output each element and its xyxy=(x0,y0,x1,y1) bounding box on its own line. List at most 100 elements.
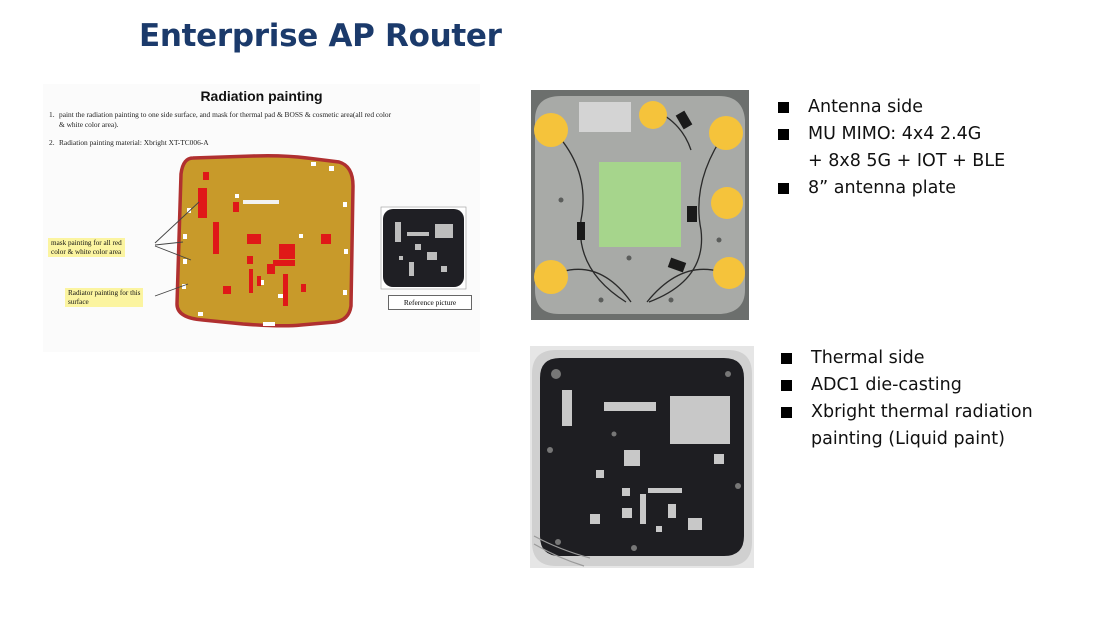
callout-arrow xyxy=(154,241,184,246)
thermal-pad xyxy=(622,488,630,496)
antenna-pad xyxy=(534,260,568,294)
thermal-list-item: Thermal side xyxy=(781,345,1033,372)
antenna-item-text-continued: + 8x8 5G + IOT + BLE xyxy=(808,151,1006,171)
antenna-connector xyxy=(675,110,693,130)
radiation-painting-diagram: Radiation painting 1.paint the radiation… xyxy=(43,84,480,352)
mask-pad xyxy=(203,172,209,180)
reference-pad xyxy=(435,224,453,238)
bullet-square-icon xyxy=(778,102,789,113)
mask-pad xyxy=(283,274,288,306)
antenna-cable xyxy=(648,129,728,303)
thermal-side-list: Thermal side ADC1 die-casting Xbright th… xyxy=(781,345,1033,453)
thermal-pad xyxy=(656,526,662,532)
bullet-square-icon xyxy=(778,129,789,140)
bullet-square-icon xyxy=(781,407,792,418)
antenna-item-text: Antenna side xyxy=(808,97,924,117)
callout-arrow xyxy=(154,283,189,297)
mask-pad xyxy=(301,284,306,292)
mask-pad xyxy=(247,234,261,244)
white-mark xyxy=(235,194,239,198)
white-mark xyxy=(343,290,347,295)
white-mark xyxy=(343,202,347,207)
mask-pad xyxy=(249,269,253,293)
diagram-note-2: 2.Radiation painting material: Xbright X… xyxy=(49,138,479,148)
antenna-connector xyxy=(667,257,687,273)
mask-pad xyxy=(233,202,239,212)
white-mark xyxy=(182,284,186,289)
thermal-item-text-continued: painting (Liquid paint) xyxy=(811,429,1005,449)
note-2-number: 2. xyxy=(49,138,55,147)
white-mark xyxy=(263,322,275,326)
thermal-pad xyxy=(688,518,702,530)
thermal-pad xyxy=(670,396,730,444)
callout-arrow xyxy=(154,201,200,244)
mask-pad xyxy=(273,260,295,266)
thermal-list-item: ADC1 die-casting xyxy=(781,372,1033,399)
screw xyxy=(551,369,561,379)
reference-pad xyxy=(399,256,403,260)
thermal-item-text: Xbright thermal radiation xyxy=(811,402,1033,422)
cable xyxy=(533,543,585,567)
reference-picture-label: Reference picture xyxy=(388,295,472,310)
white-mark xyxy=(311,162,316,166)
thermal-list-item: Xbright thermal radiation painting (Liqu… xyxy=(781,399,1033,453)
mask-callout-line1: mask painting for all red xyxy=(51,239,122,247)
slide-title: Enterprise AP Router xyxy=(139,18,502,54)
cable xyxy=(533,535,591,559)
thermal-plate xyxy=(540,358,744,556)
mask-pad xyxy=(279,244,295,259)
thermal-pad xyxy=(590,514,600,524)
screw xyxy=(735,483,741,489)
thermal-pad xyxy=(562,390,572,426)
bullet-square-icon xyxy=(781,380,792,391)
callout-arrow xyxy=(154,245,192,261)
screw xyxy=(611,431,617,437)
thermal-pad xyxy=(640,494,646,524)
thermal-pad xyxy=(648,488,682,493)
note-1-number: 1. xyxy=(49,110,55,119)
antenna-cable xyxy=(552,129,627,303)
white-strip xyxy=(243,200,279,204)
screw xyxy=(668,297,674,303)
antenna-connector xyxy=(687,206,697,222)
note-1-continuation: & white color area). xyxy=(59,119,119,129)
bullet-square-icon xyxy=(781,353,792,364)
thermal-pad xyxy=(596,470,604,478)
diagram-heading: Radiation painting xyxy=(200,88,323,104)
screw xyxy=(725,371,731,377)
antenna-side-list: Antenna side MU MIMO: 4x4 2.4G + 8x8 5G … xyxy=(778,94,1005,202)
mask-callout: mask painting for all red color & white … xyxy=(48,238,125,258)
mask-pad xyxy=(321,234,331,244)
white-mark xyxy=(259,280,264,285)
radiator-callout-line2: surface xyxy=(68,297,89,306)
blurred-label xyxy=(579,102,631,132)
thermal-pad xyxy=(604,402,656,411)
white-mark xyxy=(183,234,187,239)
thermal-plate-photo xyxy=(530,346,754,568)
antenna-item-text: MU MIMO: 4x4 2.4G xyxy=(808,124,982,144)
mask-pad xyxy=(247,256,253,264)
white-mark xyxy=(183,259,187,264)
radiator-callout-line1: Radiator painting for this xyxy=(68,289,141,297)
white-mark xyxy=(278,294,286,298)
antenna-cable xyxy=(646,268,722,303)
mask-pad xyxy=(198,188,207,218)
antenna-pad xyxy=(711,187,743,219)
mask-pad xyxy=(257,276,261,286)
bullet-square-icon xyxy=(778,183,789,194)
reference-pad xyxy=(415,244,421,250)
radiator-callout: Radiator painting for this surface xyxy=(65,288,144,308)
diagram-note-1: 1.paint the radiation painting to one si… xyxy=(49,110,479,129)
white-mark xyxy=(344,249,348,254)
antenna-list-item: 8” antenna plate xyxy=(778,175,1005,202)
mask-callout-line2: color & white color area xyxy=(51,247,122,256)
antenna-pad xyxy=(713,257,745,289)
mask-pad xyxy=(223,286,231,294)
white-mark xyxy=(299,234,303,238)
antenna-item-text: 8” antenna plate xyxy=(808,178,956,198)
screw xyxy=(631,545,637,551)
painted-board-drawing xyxy=(154,154,467,328)
antenna-list-item: MU MIMO: 4x4 2.4G + 8x8 5G + IOT + BLE xyxy=(778,121,1005,175)
screw xyxy=(558,197,564,203)
screw xyxy=(626,255,632,261)
